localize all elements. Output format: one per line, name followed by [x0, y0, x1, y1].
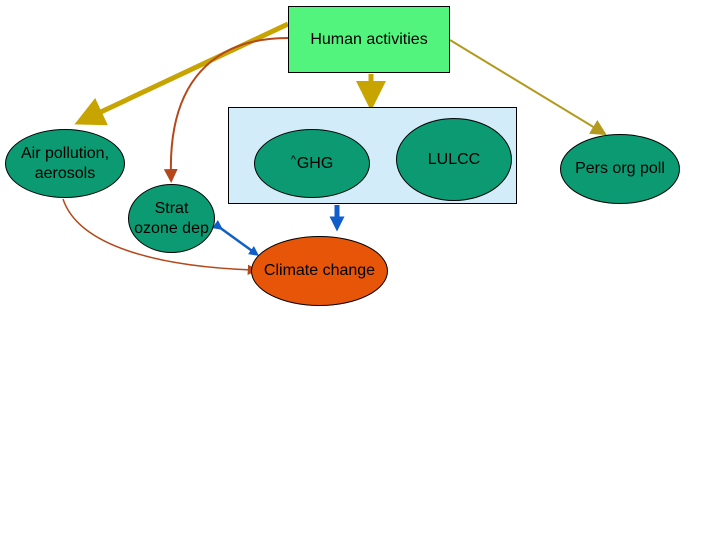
arrow-human-to-strat-ozone [163, 37, 289, 183]
node-air-pollution-label-line1: Air pollution, [20, 144, 110, 162]
node-strat-ozone: Strat ozone dep [128, 184, 215, 253]
node-lulcc-label: LULCC [427, 150, 481, 168]
node-strat-ozone-label-line1: Strat [154, 199, 189, 217]
arrow-air-pollution-to-climate-change [62, 198, 259, 276]
node-human-activities-label: Human activities [310, 30, 428, 48]
node-ghg: ^GHG [254, 129, 370, 198]
node-ghg-caret: ^ [290, 153, 296, 166]
node-climate-change-label: Climate change [263, 262, 376, 279]
node-air-pollution: Air pollution, aerosols [5, 129, 125, 198]
node-pers-org-poll: Pers org poll [560, 134, 680, 204]
node-air-pollution-label-line2: aerosols [34, 164, 96, 182]
arrow-human-to-air-pollution [74, 21, 290, 126]
arrow-strat-ozone-climate-change [212, 220, 260, 256]
node-lulcc: LULCC [396, 118, 512, 201]
node-ghg-label: GHG [296, 154, 334, 172]
node-human-activities: Human activities [288, 6, 450, 73]
node-pers-org-poll-label: Pers org poll [575, 160, 665, 177]
arrow-human-to-pers-org-poll [449, 39, 607, 136]
node-strat-ozone-label-line2: ozone dep [134, 219, 209, 237]
node-climate-change: Climate change [251, 236, 388, 306]
